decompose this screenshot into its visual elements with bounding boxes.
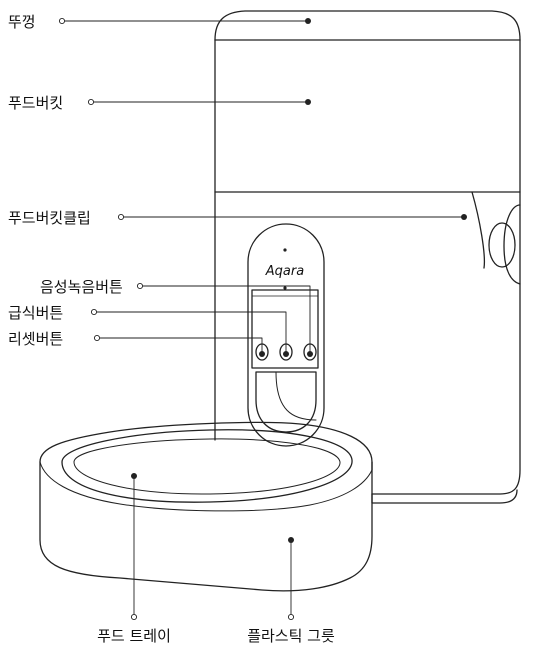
leader-lines (63, 20, 465, 616)
label-food-tray: 푸드 트레이 (97, 627, 171, 645)
leader-target-dots (131, 18, 467, 543)
food-chute (255, 371, 317, 433)
label-feed-button: 급식버튼 (8, 304, 63, 322)
indicator-dot (283, 248, 287, 252)
label-food-bucket: 푸드버킷 (8, 94, 63, 112)
label-bucket-clip: 푸드버킷클립 (8, 209, 91, 227)
leader-start-markers (58, 17, 295, 621)
base-foot (371, 489, 518, 504)
bowl-base (39, 461, 373, 592)
bucket-clip (471, 191, 521, 285)
label-reset-button: 리셋버튼 (8, 330, 63, 348)
feeder-lid (214, 10, 521, 41)
clip-button (488, 222, 516, 268)
feeder-body-outline (214, 39, 521, 495)
bowl-inner (61, 429, 353, 503)
label-lid: 뚜껑 (8, 13, 36, 31)
button-panel (251, 289, 319, 369)
label-plastic-bowl: 플라스틱 그릇 (247, 627, 335, 645)
bowl-rim (39, 421, 373, 471)
brand-logo: Aqara (265, 264, 304, 279)
control-panel (247, 223, 325, 447)
label-voice-button: 음성녹음버튼 (40, 278, 123, 296)
